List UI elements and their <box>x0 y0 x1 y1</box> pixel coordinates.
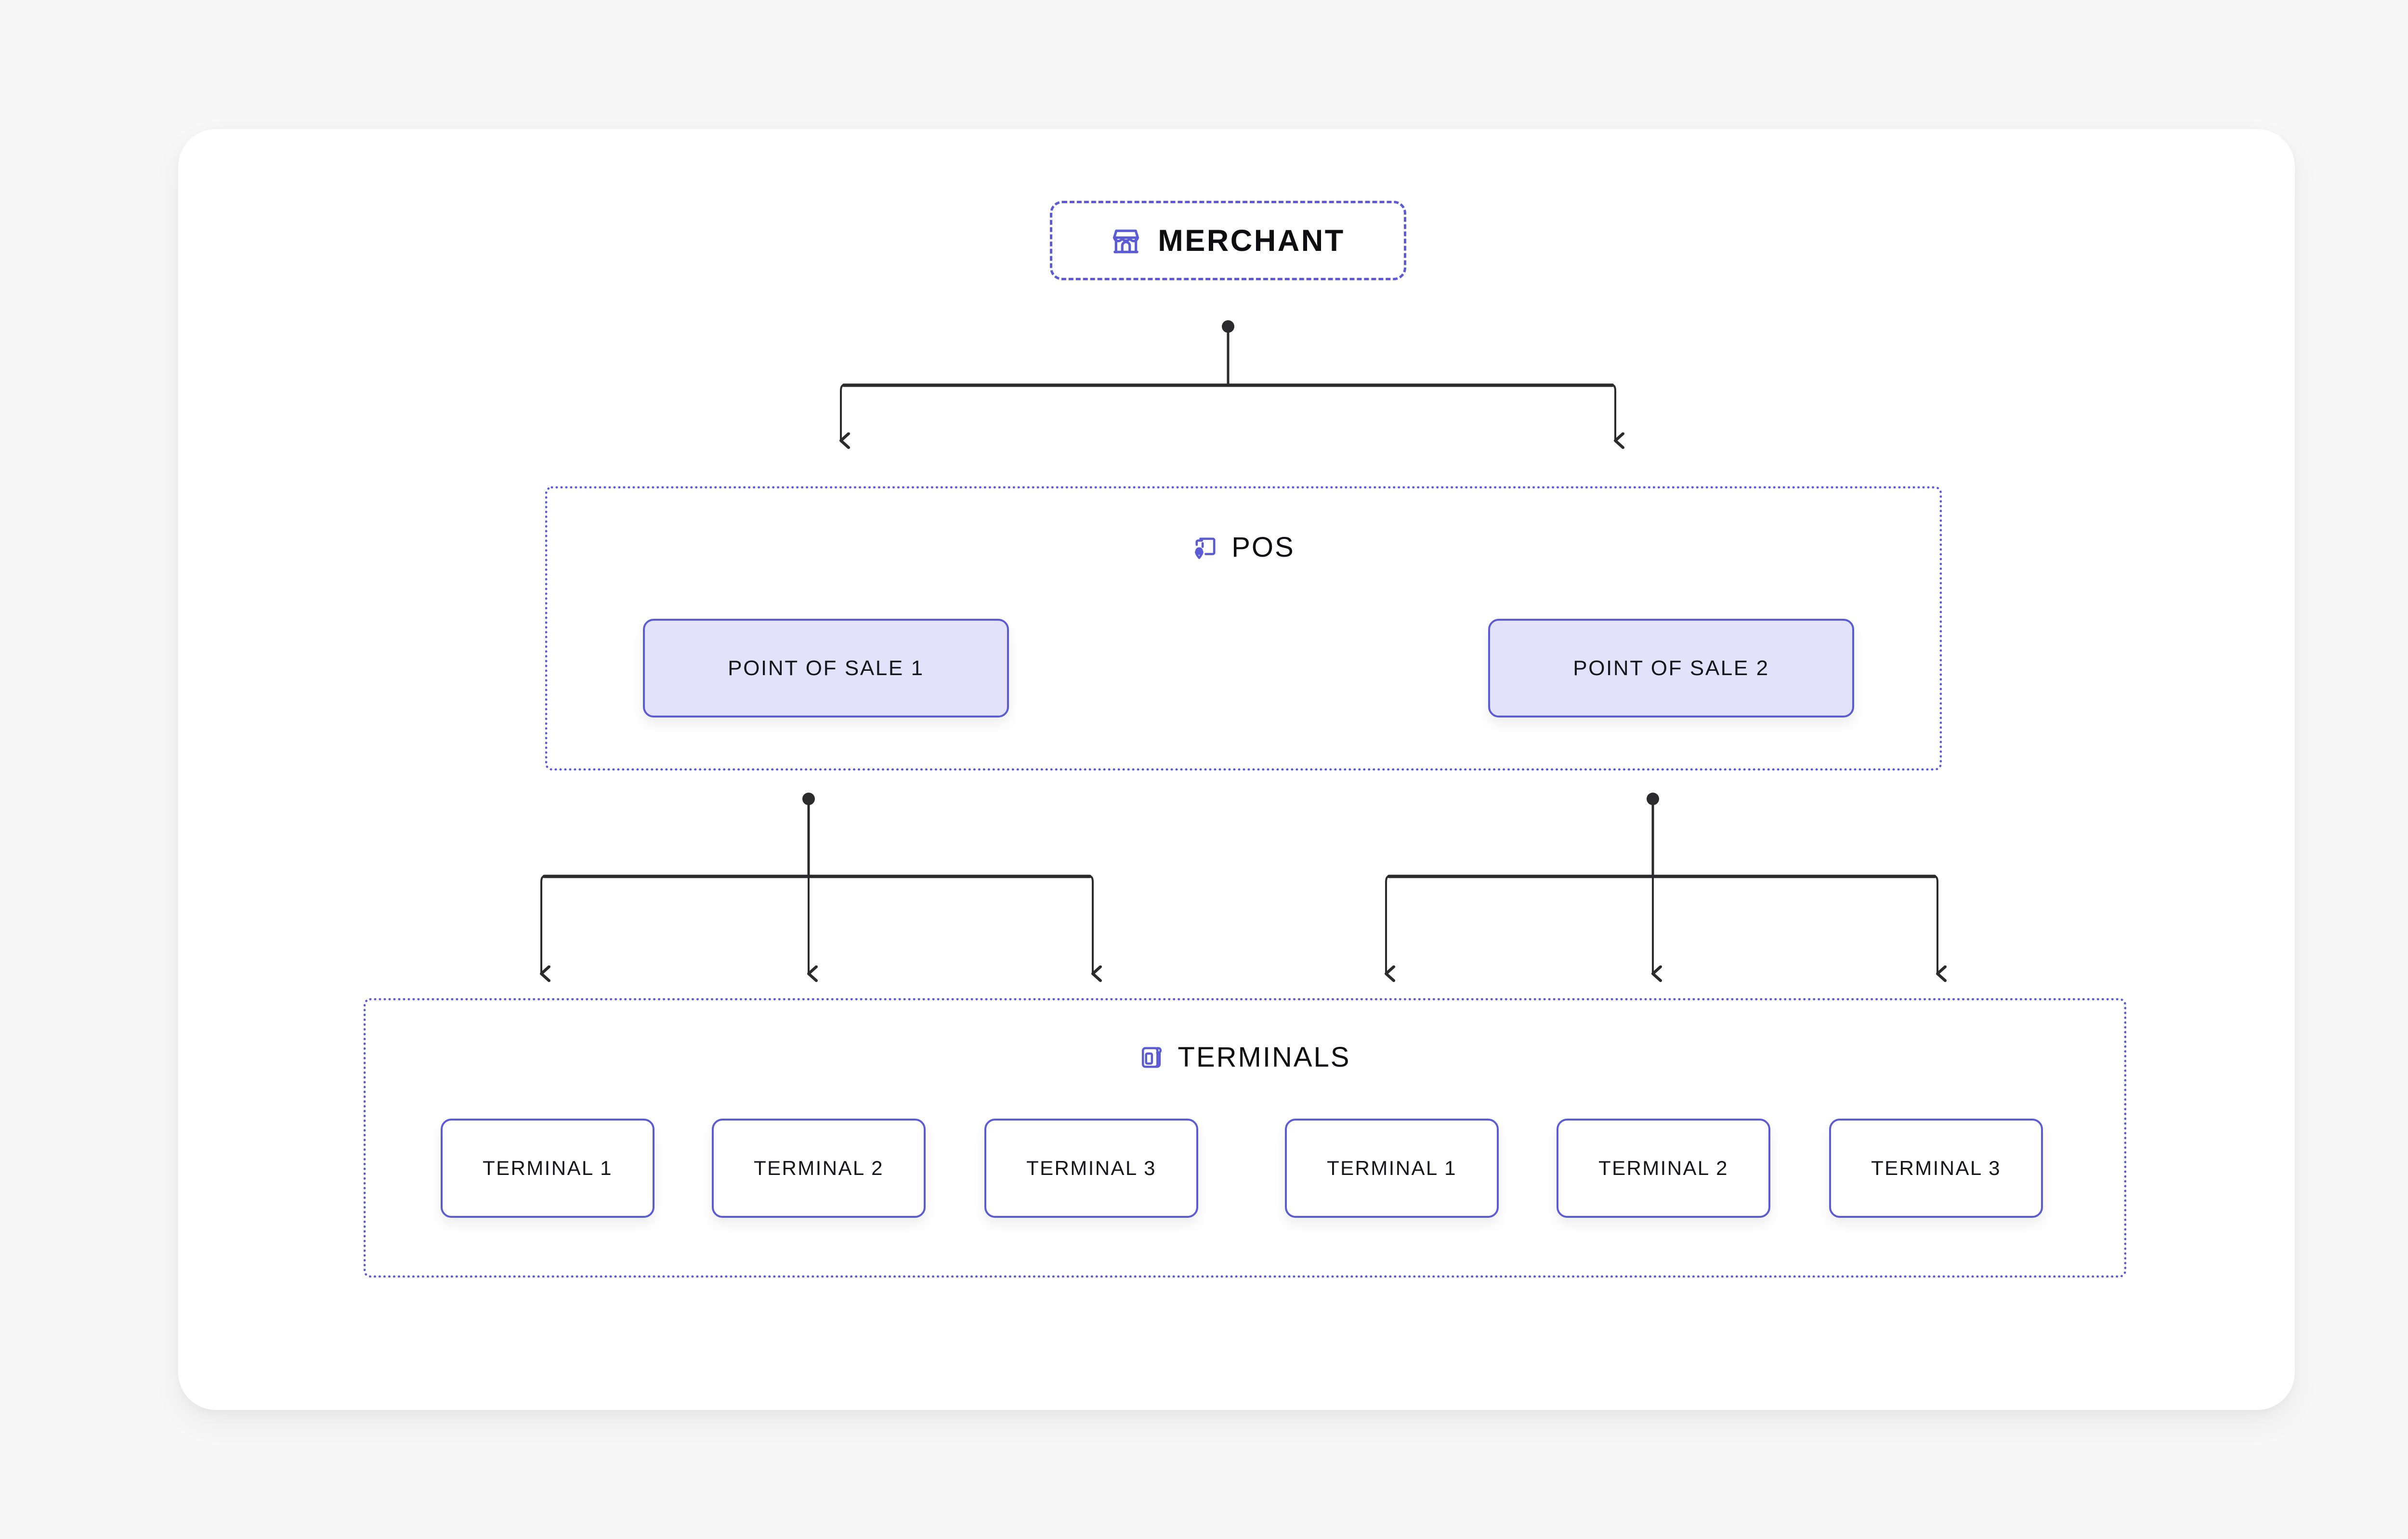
terminals-group-container: TERMINALS TERMINAL 1 TERMINAL 2 TERMINAL… <box>364 998 2126 1278</box>
terminal-label: TERMINAL 3 <box>1026 1157 1156 1179</box>
storefront-icon <box>1111 226 1141 256</box>
terminals-group-header: TERMINALS <box>366 1041 2124 1073</box>
terminal-label: TERMINAL 3 <box>1871 1157 2001 1179</box>
terminals-group-title: TERMINALS <box>1178 1042 1351 1073</box>
merchant-label: MERCHANT <box>1158 223 1345 258</box>
merchant-node[interactable]: MERCHANT <box>1050 201 1406 280</box>
terminal-card[interactable]: TERMINAL 3 <box>984 1119 1198 1218</box>
point-of-sale-card[interactable]: POINT OF SALE 1 <box>643 619 1009 717</box>
terminal-label: TERMINAL 2 <box>1598 1157 1728 1179</box>
pos-group-container: POS POINT OF SALE 1 POINT OF SALE 2 <box>545 486 1942 770</box>
terminal-card[interactable]: TERMINAL 1 <box>441 1119 654 1218</box>
pos-screen-pin-icon <box>1192 534 1219 561</box>
pos-group-header: POS <box>548 531 1939 563</box>
terminal-label: TERMINAL 1 <box>483 1157 613 1179</box>
pos-group-title: POS <box>1231 532 1295 563</box>
point-of-sale-label: POINT OF SALE 1 <box>728 656 924 680</box>
terminal-label: TERMINAL 1 <box>1327 1157 1457 1179</box>
terminal-card[interactable]: TERMINAL 3 <box>1829 1119 2043 1218</box>
terminal-card[interactable]: TERMINAL 1 <box>1285 1119 1499 1218</box>
terminal-card[interactable]: TERMINAL 2 <box>712 1119 926 1218</box>
terminal-card[interactable]: TERMINAL 2 <box>1557 1119 1770 1218</box>
card-terminal-icon <box>1139 1044 1165 1070</box>
terminal-label: TERMINAL 2 <box>754 1157 884 1179</box>
point-of-sale-card[interactable]: POINT OF SALE 2 <box>1488 619 1854 717</box>
point-of-sale-label: POINT OF SALE 2 <box>1573 656 1769 680</box>
